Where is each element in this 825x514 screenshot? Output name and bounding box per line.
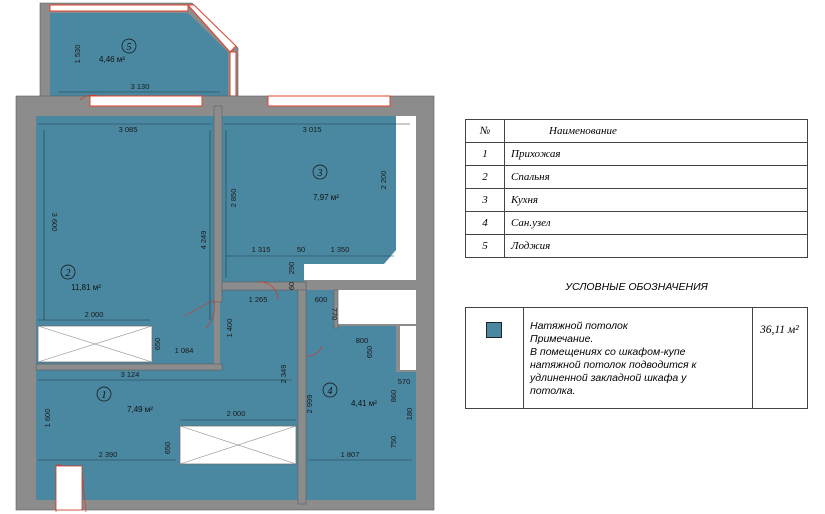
bedroom-door <box>183 299 216 329</box>
wall-bath-niche <box>333 289 339 329</box>
dim-1807: 1 807 <box>341 450 360 459</box>
dim-1350: 1 350 <box>331 245 350 254</box>
room-1-area: 7,49 м² <box>127 405 153 414</box>
dim-2200: 2 200 <box>379 171 388 190</box>
room-row-num: 2 <box>465 165 505 189</box>
legend-description: Натяжной потолок Примечание. В помещения… <box>530 320 696 398</box>
wall-hall-bath <box>297 281 307 505</box>
dim-2390: 2 390 <box>99 450 118 459</box>
entrance-door-leaf <box>55 465 83 511</box>
dim-3600: 3 600 <box>50 213 59 232</box>
bathroom-door <box>305 345 323 357</box>
legend-line: потолка. <box>530 385 576 397</box>
dim-1530: 1 530 <box>73 45 82 64</box>
room-4-bathroom <box>306 290 416 500</box>
legend-line: удлиненной закладной шкафа у <box>530 372 687 384</box>
room-4-area: 4,41 м² <box>351 399 377 408</box>
dim-570: 570 <box>398 377 411 386</box>
floor-plan: 1 530 3 130 3 085 3 015 3 600 4 249 2 85… <box>15 2 435 513</box>
table-row: 1 Прихожая <box>465 142 808 166</box>
room-row-num: 4 <box>465 211 505 235</box>
room-row-name: Прихожая <box>504 142 808 166</box>
room-2-bedroom <box>36 116 214 366</box>
loggia-door <box>79 94 99 101</box>
dim-650-bedroom: 650 <box>153 338 162 351</box>
loggia-window-diagonal <box>186 4 237 53</box>
dim-650-hall: 650 <box>163 442 172 455</box>
dim-1400: 1 400 <box>225 319 234 338</box>
room-3-number: 3 <box>317 168 323 179</box>
room-4-number: 4 <box>328 386 333 397</box>
table-row: 5 Лоджия <box>465 234 808 258</box>
room-3-area: 7,97 м² <box>313 193 339 202</box>
dim-750: 750 <box>389 436 398 449</box>
kitchen-window <box>267 95 391 107</box>
room-row-num: 5 <box>465 234 505 258</box>
dim-3130: 3 130 <box>131 82 150 91</box>
room-2-area: 11,81 м² <box>71 283 101 292</box>
room-3-kitchen <box>222 116 416 282</box>
ceiling-swatch <box>486 322 502 338</box>
room-legend-table: № Наименование 1 Прихожая 2 Спальня 3 Ку… <box>465 119 808 258</box>
room-1-number: 1 <box>102 390 107 401</box>
dim-3015: 3 015 <box>303 125 322 134</box>
room-2-number: 2 <box>66 268 71 279</box>
legend-box: Натяжной потолок Примечание. В помещения… <box>465 307 808 409</box>
table-row: 3 Кухня <box>465 188 808 212</box>
dim-2000-hall: 2 000 <box>227 409 246 418</box>
room-5-number: 5 <box>127 42 132 53</box>
legend-line: В помещениях со шкафом-купе <box>530 346 686 358</box>
dim-180: 180 <box>405 408 414 421</box>
room-5-area: 4,46 м² <box>99 55 125 64</box>
dim-2999: 2 999 <box>305 395 314 414</box>
dim-1315: 1 315 <box>252 245 271 254</box>
room-row-name: Спальня <box>504 165 808 189</box>
bedroom-window <box>89 95 203 107</box>
dim-3124: 3 124 <box>121 370 140 379</box>
dim-1600: 1 600 <box>43 409 52 428</box>
legend-line: Натяжной потолок <box>530 320 628 332</box>
room-row-name: Кухня <box>504 188 808 212</box>
dim-2349: 2 349 <box>279 365 288 384</box>
bathroom-niche <box>336 290 416 324</box>
wall-bedroom-hall <box>35 363 223 371</box>
wall-bedroom-kitchen <box>213 105 223 303</box>
legend-table-header: № Наименование <box>465 119 808 143</box>
dim-290: 290 <box>287 262 296 275</box>
loggia-window-top <box>49 4 189 12</box>
room-row-name: Сан.узел <box>504 211 808 235</box>
loggia-window-right <box>229 51 237 97</box>
dim-2000-bedroom: 2 000 <box>85 310 104 319</box>
room-row-num: 1 <box>465 142 505 166</box>
dim-650-bath: 650 <box>365 346 374 359</box>
legend-header-name: Наименование <box>504 119 808 143</box>
table-row: 2 Спальня <box>465 165 808 189</box>
room-row-name: Лоджия <box>504 234 808 258</box>
room-5-loggia <box>50 13 228 96</box>
room-row-num: 3 <box>465 188 505 212</box>
dim-2850: 2 850 <box>229 189 238 208</box>
dim-600: 600 <box>315 295 328 304</box>
dim-4249: 4 249 <box>199 231 208 250</box>
bathroom-niche-side <box>400 326 416 370</box>
dim-3085: 3 085 <box>119 125 138 134</box>
legend-title: УСЛОВНЫЕ ОБОЗНАЧЕНИЯ <box>565 281 708 293</box>
legend-line: Примечание. <box>530 333 594 345</box>
dim-770: 770 <box>330 308 339 321</box>
kitchen-bay <box>304 116 416 280</box>
dim-800: 800 <box>356 336 369 345</box>
dim-1084: 1 084 <box>175 346 194 355</box>
total-area: 36,11 м² <box>760 324 799 336</box>
dim-50: 50 <box>297 245 305 254</box>
legend-line: натяжной потолок подводится к <box>530 359 697 371</box>
dim-1265: 1 265 <box>249 295 268 304</box>
dim-60: 60 <box>287 282 296 290</box>
table-row: 4 Сан.узел <box>465 211 808 235</box>
legend-header-num: № <box>465 119 505 143</box>
legend-description-cell: Натяжной потолок Примечание. В помещения… <box>524 308 753 408</box>
legend-swatch-cell <box>466 308 524 408</box>
kitchen-door <box>257 281 279 301</box>
dim-860: 860 <box>389 390 398 403</box>
